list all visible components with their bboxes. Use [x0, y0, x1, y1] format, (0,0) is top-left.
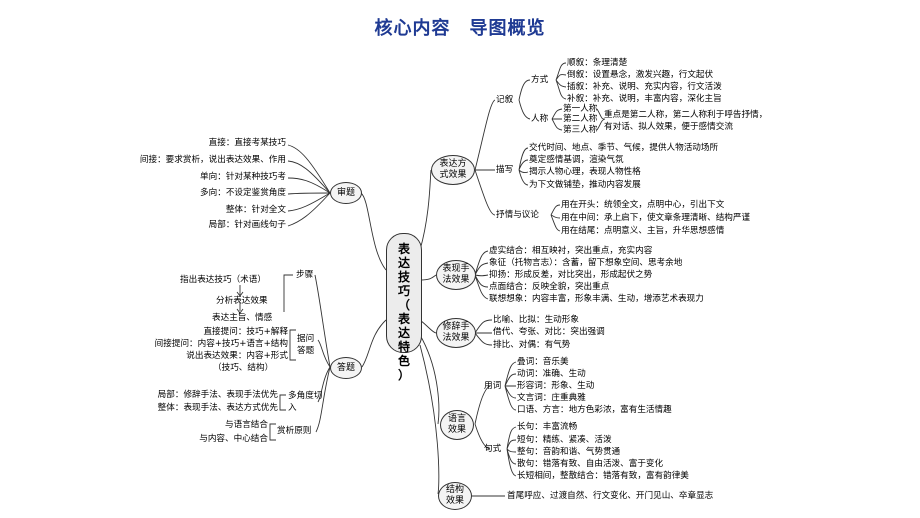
node-xiuci: 修辞手法效果	[436, 318, 476, 348]
yongci-item: 动词：准确、生动	[517, 369, 586, 379]
buzhou-item: 指出表达技巧（术语）	[180, 275, 266, 285]
shenti-item: 单向：针对某种技巧考	[200, 172, 286, 182]
shangxi-label: 赏析原则	[277, 426, 312, 436]
xiuci-item: 比喻、比拟：生动形象	[493, 315, 579, 325]
rencheng-label: 人称	[531, 114, 549, 124]
fangshi-label: 方式	[531, 75, 549, 85]
yongci-item: 文言词：庄重典雅	[517, 393, 586, 403]
shenti-item: 多向：不设定鉴赏角度	[200, 188, 286, 198]
shuqing-item: 用在中间：承上启下，使文章条理清晰、结构严谨	[561, 213, 751, 223]
miaoxie-item: 奠定感情基调，渲染气氛	[529, 155, 624, 165]
jiegou-item: 首尾呼应、过渡自然、行文变化、开门见山、卒章显志	[507, 491, 714, 501]
person-item: 第三人称	[563, 125, 598, 135]
xiuci-item: 借代、夸张、对比：突出强调	[493, 327, 605, 337]
buzhou-item: 分析表达效果	[216, 296, 268, 306]
yongci-item: 叠词：音乐美	[517, 357, 569, 367]
center-node: 表达技巧（表达特色）	[386, 233, 422, 382]
tiwen-item: （技巧、结构）	[213, 363, 274, 373]
shenti-item: 整体：针对全文	[225, 205, 286, 215]
biaoxian-item: 象征（托物言志）：含蓄，留下想象空间、思考余地	[489, 258, 683, 268]
shenti-item: 直接：直接考某技巧	[208, 138, 286, 148]
node-dati: 答题	[330, 357, 362, 379]
buzhou-item: 表达主旨、情感	[212, 313, 273, 323]
node-yuyan: 语言效果	[440, 410, 474, 440]
node-biaoxian: 表现手法效果	[436, 260, 476, 290]
fangshi-item: 插叙：补充、说明、充实内容，行文活泼	[567, 82, 722, 92]
jushi-item: 散句：错落有致、自由活泼、富于变化	[517, 459, 664, 469]
tiwen-item: 直接提问：技巧+解释	[203, 327, 288, 337]
jiaodu-item: 整体：表现手法、表达方式优先	[157, 403, 278, 413]
yongci-item: 形容词：形象、生动	[517, 381, 595, 391]
person-item: 第一人称	[563, 104, 598, 114]
node-shenti: 审题	[330, 182, 362, 204]
fangshi-item: 补叙：补充、说明，丰富内容，深化主旨	[567, 94, 722, 104]
shangxi-item: 与语言结合	[225, 420, 268, 430]
rencheng-effect: 重点是第二人称，第二人称利于呼告抒情，	[604, 110, 768, 120]
node-biaoda: 表达方式效果	[431, 155, 475, 185]
shuqing-item: 用在开头：统领全文，点明中心，引出下文	[561, 200, 725, 210]
jushi-item: 长句：丰富流畅	[517, 422, 578, 432]
jiaodu-item: 局部：修辞手法、表现手法优先	[157, 390, 278, 400]
fangshi-item: 顺叙：条理清楚	[567, 58, 628, 68]
shuqing-item: 用在结尾：点明意义、主旨，升华思想感情	[561, 226, 725, 236]
tiwen-label: 据问答题	[297, 334, 315, 356]
xiuci-item: 排比、对偶：有气势	[493, 340, 571, 350]
shuqing-label: 抒情与议论	[496, 210, 539, 220]
fangshi-item: 倒叙：设置悬念，激发兴趣，行文起伏	[567, 70, 714, 80]
yongci-item: 口语、方言：地方色彩浓，富有生活情趣	[517, 405, 672, 415]
jushi-item: 长短相间，整散结合：错落有致，富有韵律美	[517, 471, 689, 481]
rencheng-effect: 有对话、拟人效果，便于感情交流	[604, 122, 733, 132]
biaoxian-item: 点面结合：反映全貌，突出重点	[489, 282, 610, 292]
jixu-label: 记叙	[496, 95, 514, 105]
miaoxie-item: 交代时间、地点、季节、气候，提供人物活动场所	[529, 143, 719, 153]
jushi-item: 短句：精练、紧凑、活泼	[517, 435, 612, 445]
tiwen-item: 间接提问：内容+技巧+语言+结构	[154, 339, 288, 349]
node-jiegou: 结构效果	[438, 482, 472, 510]
shangxi-item: 与内容、中心结合	[199, 434, 268, 444]
yongci-label: 用词	[484, 381, 502, 391]
biaoxian-item: 联想想象：内容丰富，形象丰满、生动，增添艺术表现力	[489, 294, 704, 304]
biaoxian-item: 虚实结合：相互映衬，突出重点，充实内容	[489, 246, 653, 256]
miaoxie-item: 为下文做铺垫，推动内容发展	[529, 180, 641, 190]
tiwen-item: 说出表达效果：内容+形式	[186, 351, 288, 361]
page-title: 核心内容 导图概览	[374, 18, 546, 39]
jushi-item: 整句：音韵和谐、气势贯通	[517, 447, 621, 457]
jushi-label: 句式	[484, 444, 502, 454]
person-item: 第二人称	[563, 114, 598, 124]
miaoxie-label: 描写	[496, 165, 514, 175]
shenti-item: 局部：针对画线句子	[208, 220, 286, 230]
biaoxian-item: 抑扬：形成反差，对比突出，形成起伏之势	[489, 270, 653, 280]
miaoxie-item: 揭示人物心理，表现人物性格	[529, 167, 641, 177]
buzhou-label: 步骤	[296, 270, 314, 280]
shenti-item: 间接：要求赏析，说出表达效果、作用	[139, 155, 286, 165]
jiaodu-label: 多角度切入	[288, 391, 323, 413]
center-label: 表达技巧（表达特色）	[397, 242, 410, 382]
